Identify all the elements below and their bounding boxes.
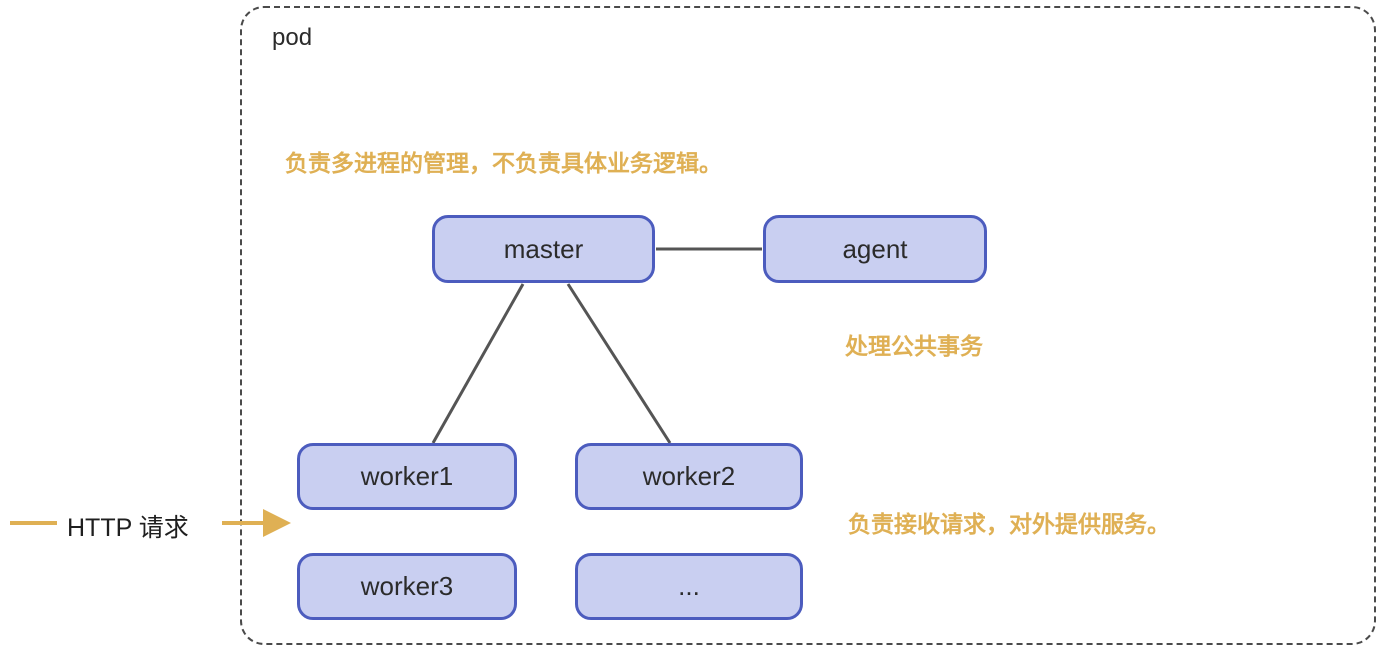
node-worker3: worker3 bbox=[297, 553, 517, 620]
node-worker2-label: worker2 bbox=[642, 461, 736, 491]
annotation-agent-note: 处理公共事务 bbox=[845, 333, 983, 359]
node-agent: agent bbox=[763, 215, 987, 283]
http-request-label: HTTP 请求 bbox=[67, 514, 189, 542]
node-ellipsis: ... bbox=[575, 553, 803, 620]
node-ellipsis-label: ... bbox=[678, 571, 700, 601]
node-master: master bbox=[432, 215, 655, 283]
pod-label: pod bbox=[272, 24, 313, 51]
node-worker1-label: worker1 bbox=[360, 461, 454, 491]
node-master-label: master bbox=[503, 233, 584, 264]
pod-container: pod bbox=[240, 6, 1376, 645]
node-worker3-label: worker3 bbox=[360, 571, 454, 601]
node-agent-label: agent bbox=[842, 233, 908, 264]
node-worker1: worker1 bbox=[297, 443, 517, 510]
node-worker2: worker2 bbox=[575, 443, 803, 510]
annotation-master-note: 负责多进程的管理，不负责具体业务逻辑。 bbox=[285, 150, 722, 176]
annotation-worker-note: 负责接收请求，对外提供服务。 bbox=[848, 511, 1170, 537]
